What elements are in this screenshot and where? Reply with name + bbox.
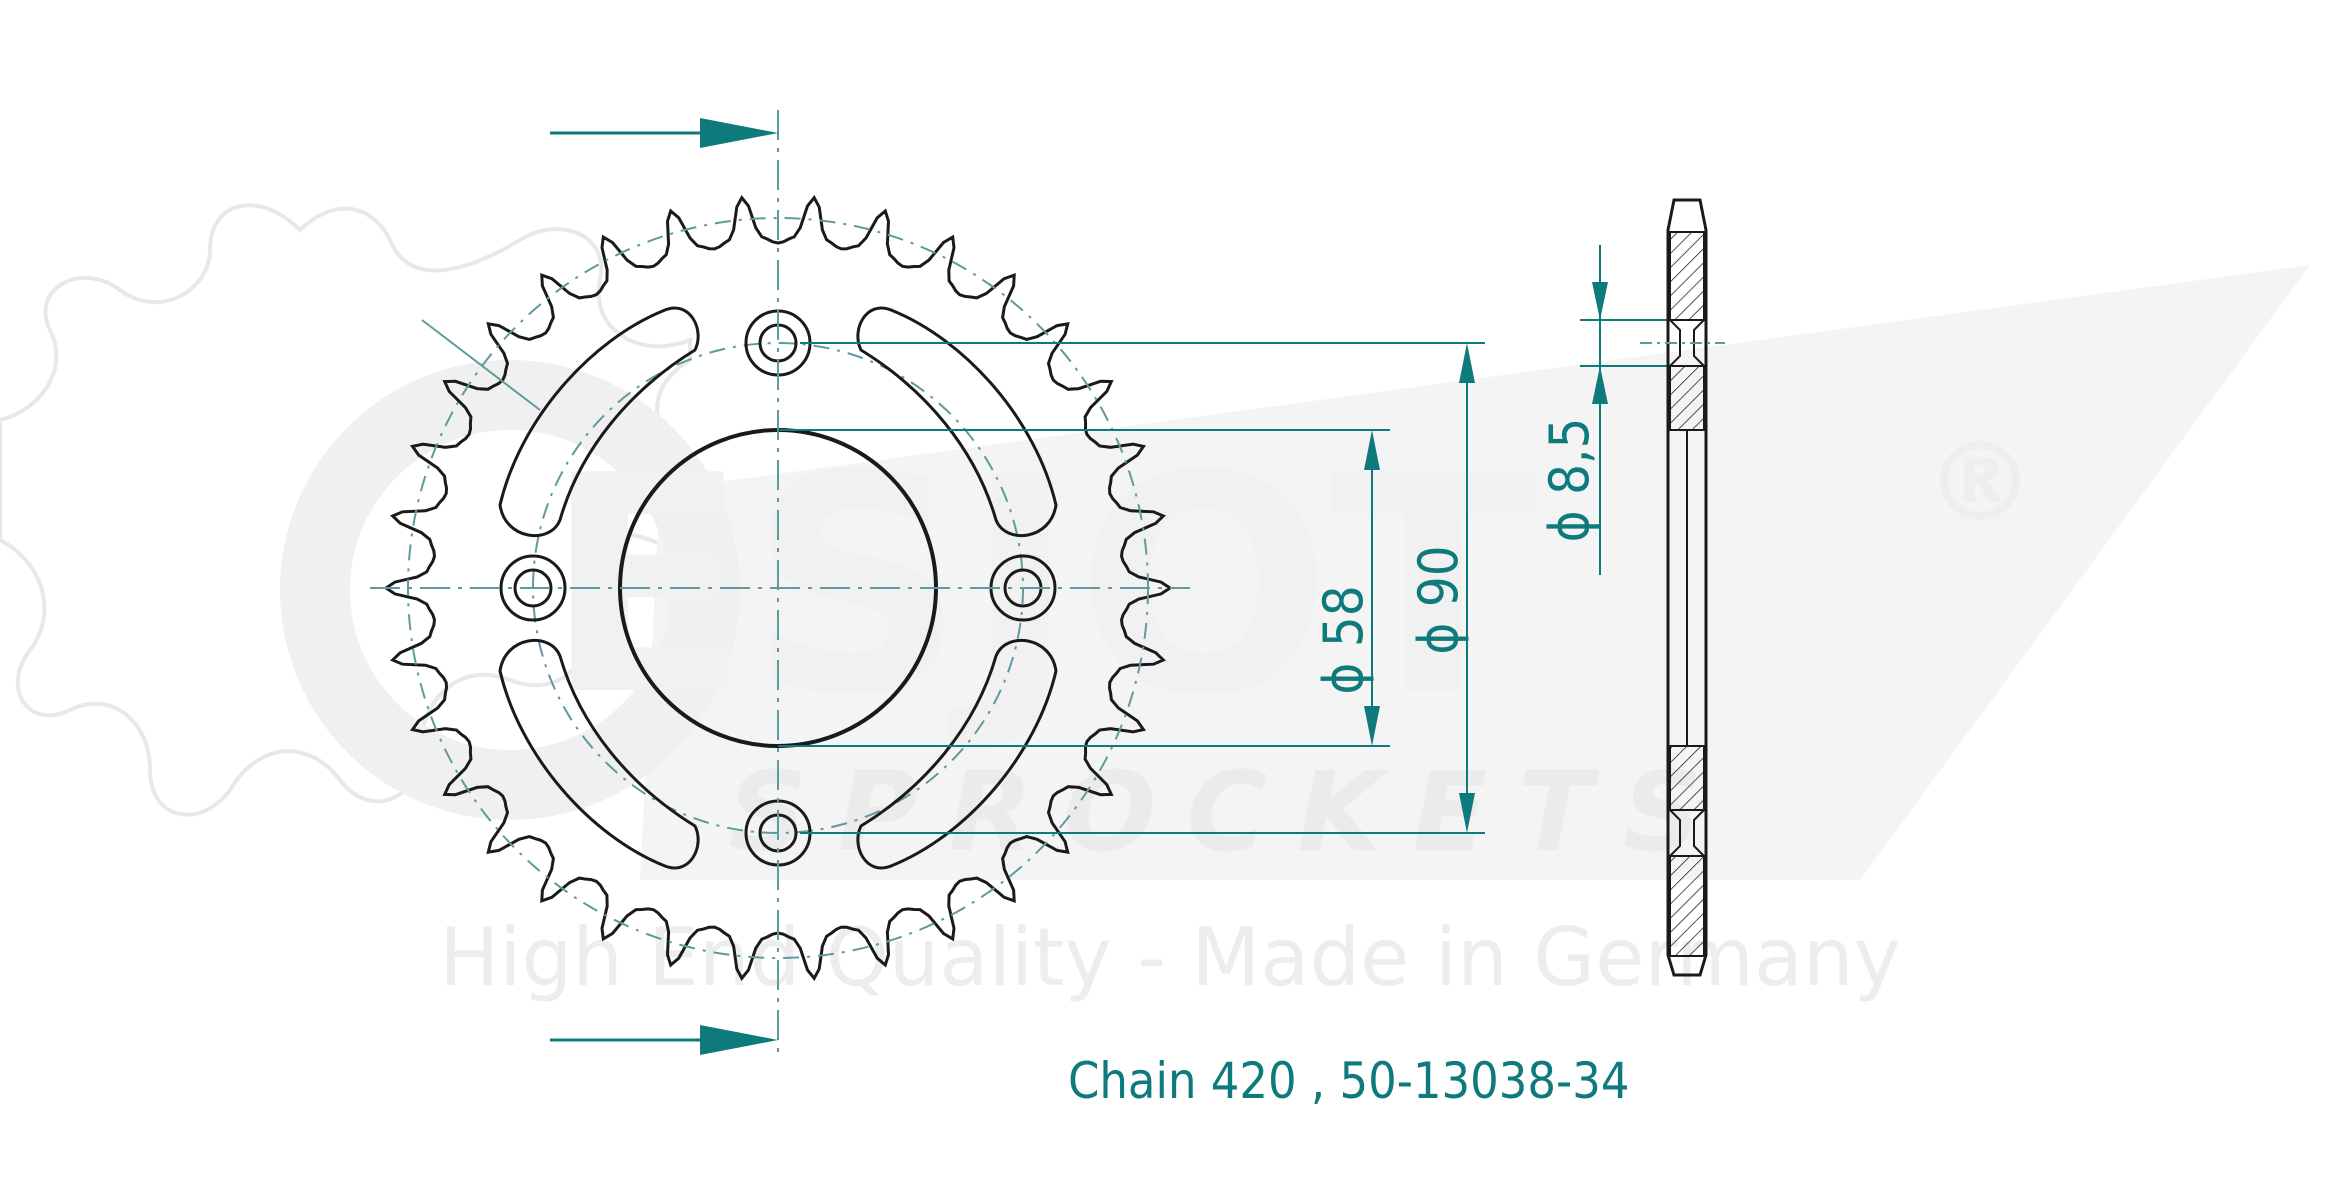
bolt-dim-arrow-top [1459,343,1475,383]
bottom-hole-left-edge [1669,809,1681,857]
hole-dim-arrow-top [1592,282,1608,320]
bottom-hole-right-edge [1693,809,1705,857]
section-outline [1666,198,1708,977]
slot-lower-left [498,639,700,870]
watermark-registered-mark: ® [1925,418,2035,546]
bolt-circle-diameter-label: ϕ 90 [1407,545,1470,654]
section-hatch-upper [1669,365,1705,431]
bolt-dim-arrow-bottom [1459,793,1475,833]
slot-upper-right [856,306,1058,537]
hole-dim-arrow-bottom [1592,366,1608,404]
watermark-gear-outline [0,203,719,817]
diagonal-leader [421,319,541,411]
section-arrow-top-head [700,118,778,148]
diameter-dimensions: ϕ 58 ϕ 90 ϕ 8,5 [778,245,1700,834]
watermark-tagline: High End Quality - Made in Germany [439,911,1901,1004]
weight-slots [498,306,1058,870]
part-caption: Chain 420 , 50-13038-34 [1068,1052,1629,1110]
bore-dim-arrow-top [1364,430,1380,470]
section-hatch-top [1669,231,1705,321]
section-arrows [550,118,778,1055]
watermark-swoosh [640,265,2310,880]
bore-diameter-label: ϕ 58 [1312,585,1375,694]
top-hole-left-edge [1669,319,1681,367]
sprocket-front-view [370,110,1190,1060]
watermark-logo-ring [280,360,740,820]
section-arrow-bottom-head [700,1025,778,1055]
sprocket-section-view [1640,198,1725,977]
bore-dim-arrow-bottom [1364,706,1380,746]
section-hatch-lower [1669,745,1705,811]
hole-diameter-label: ϕ 8,5 [1538,418,1601,543]
slot-lower-right [856,639,1058,870]
watermark-subtitle: SPROCKETS [728,748,1731,876]
center-lines [370,110,1190,1060]
slot-upper-left [498,306,700,537]
bolt-hole-left-outer [499,554,567,622]
bolt-hole-left-inner [513,568,553,608]
esjot-watermark: ESJOT ® SPROCKETS High End Quality - Mad… [0,203,2310,1004]
section-hatch-bottom [1669,855,1705,957]
